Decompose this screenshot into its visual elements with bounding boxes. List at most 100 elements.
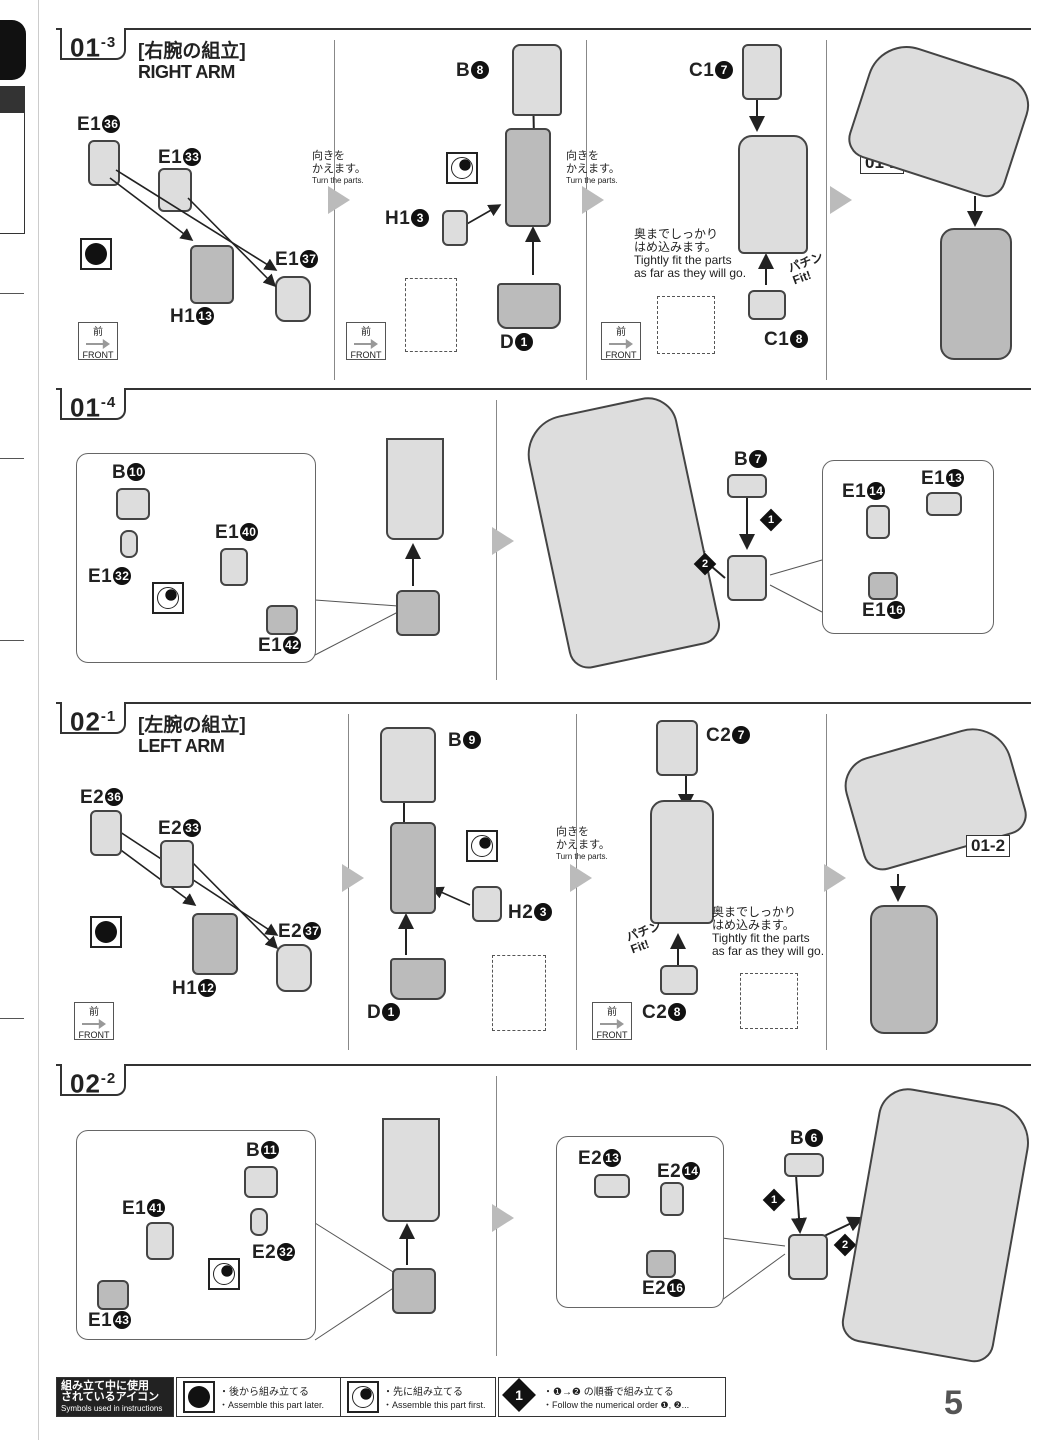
part-e1-36 [88,140,120,186]
step-title-jp: [左腕の組立] [138,715,246,736]
order-step-1-icon: 1 [759,508,783,532]
wrist-joint-illustration [727,555,767,601]
hand-assembly-illustration [392,1268,436,1314]
legend-title-jp1: 組み立て中に使用 [61,1380,149,1392]
strip-divider [0,293,24,294]
part-e2-16 [646,1250,676,1278]
part-c1-7 [742,44,782,100]
hand-assembly-illustration [396,590,440,636]
legend-order-en: ・Follow the numerical order ❶, ❷... [543,1400,690,1410]
part-c1-8 [748,290,786,320]
legend-first-en: ・Assemble this part first. [383,1400,486,1410]
assemble-later-icon [80,238,112,270]
part-c2-7 [656,720,698,776]
reference-step-label: 01-2 [966,835,1011,857]
part-b8 [512,44,562,116]
turn-parts-note: 向きをかえます。Turn the parts. [312,150,366,185]
page-number: 5 [944,1384,963,1422]
step-title-en: LEFT ARM [138,736,225,756]
forearm-illustration [386,438,444,540]
part-e1-16 [868,572,898,600]
legend-order-jp: ・❶→❷ の順番で組み立てる [543,1387,674,1398]
step-number: 01-3 [60,28,127,63]
part-e2-37 [276,944,312,992]
next-arrow-icon [342,864,364,892]
part-e2-33 [160,840,194,888]
next-arrow-icon [824,864,846,892]
part-e1-43 [97,1280,129,1310]
step-number: 01-4 [60,388,127,423]
part-e1-37 [275,276,311,322]
part-forearm-assembly [738,135,808,254]
left-margin-strip [0,0,39,1440]
column-divider [826,40,827,380]
part-h1-12 [192,913,238,975]
step-title-en: RIGHT ARM [138,62,235,82]
part-b10 [116,488,150,520]
part-b11 [244,1166,278,1198]
part-arm-frame [390,822,436,914]
strip-divider [0,640,24,641]
part-h2-3 [472,886,502,922]
part-d1 [390,958,446,1000]
detail-inset-c2-8 [740,973,798,1029]
turn-parts-note: 向きをかえます。Turn the parts. [566,150,620,185]
part-e1-32 [120,530,138,558]
part-e1-33 [158,168,192,212]
part-e2-32 [250,1208,268,1236]
part-b6 [784,1153,824,1177]
part-c2-8 [660,965,698,995]
assemble-first-icon [152,582,184,614]
part-e1-42 [266,605,298,635]
part-arm-frame [505,128,551,227]
part-e1-13 [926,492,962,516]
step-panel-02-2: 02-2 [56,1064,1031,1366]
part-e1-14 [866,505,890,539]
wrist-joint-illustration [788,1234,828,1280]
step-panel-02-1: 02-1 [左腕の組立] LEFT ARM [56,702,1031,1060]
part-b7 [727,474,767,498]
legend-later-en: ・Assemble this part later. [219,1400,325,1410]
strip-note-box [0,86,25,234]
next-arrow-icon [570,864,592,892]
assemble-first-icon [446,152,478,184]
next-arrow-icon [582,186,604,214]
arm-assembly-illustration [940,228,1012,360]
part-e2-36 [90,810,122,856]
next-arrow-icon [492,527,514,555]
assemble-first-icon [347,1381,379,1413]
part-h1-3 [442,210,468,246]
step-title-jp: [右腕の組立] [138,41,246,62]
detail-inset-h1-3 [405,278,457,352]
step-panel-01-3: 01-3 [右腕の組立] RIGHT ARM [56,28,1031,388]
detail-inset-c1-8 [657,296,715,354]
part-h1-13 [190,245,234,304]
